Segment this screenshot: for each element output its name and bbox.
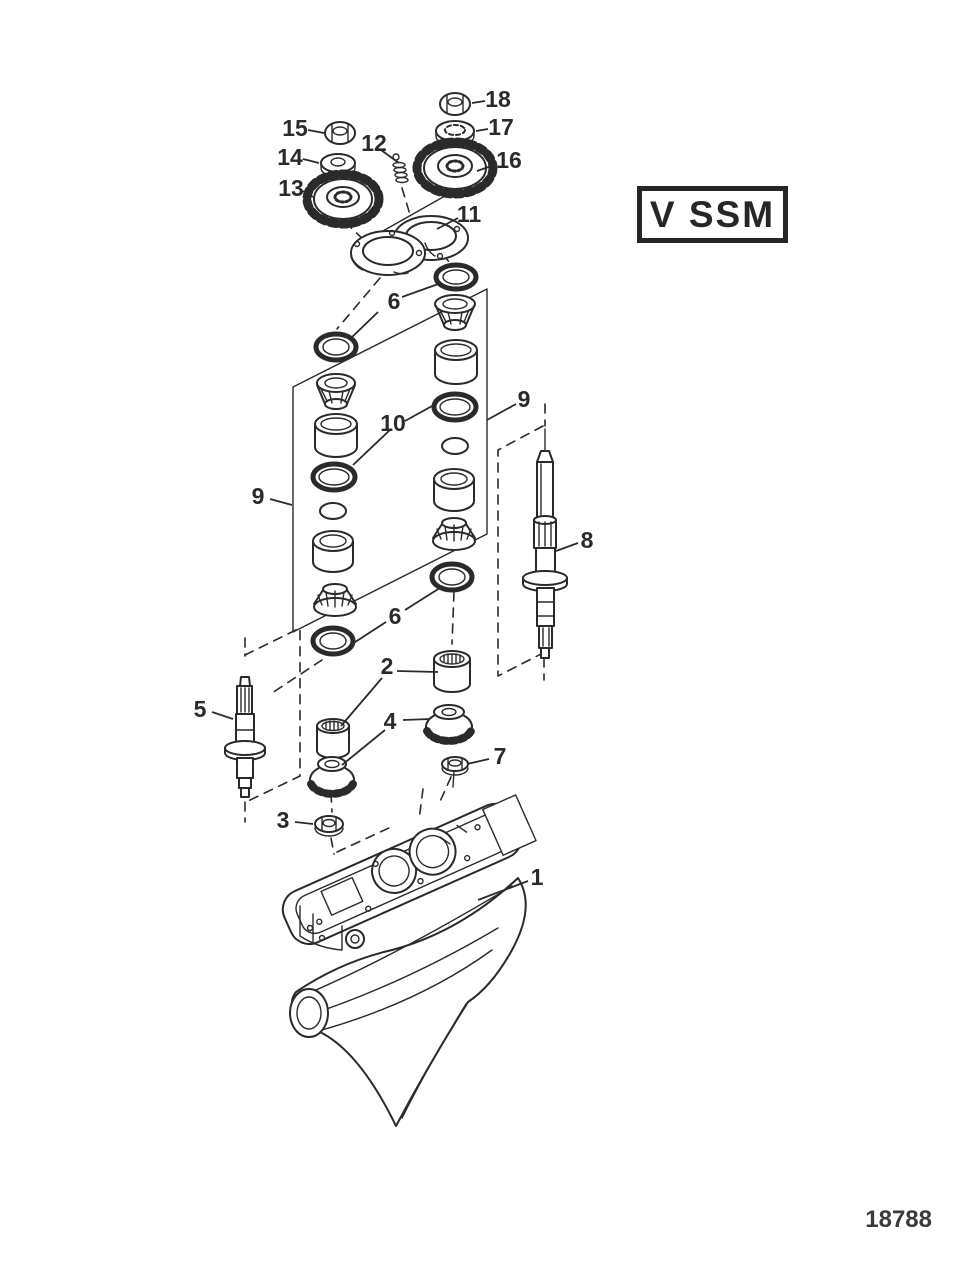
bullet-bore xyxy=(289,988,329,1038)
assembly-guide-lines xyxy=(244,187,546,855)
callout-leader-5 xyxy=(211,711,234,720)
oil-seal xyxy=(313,331,359,363)
part-callout-15: 15 xyxy=(282,115,308,141)
part-callout-7: 7 xyxy=(494,743,507,769)
model-badge: V SSM xyxy=(637,186,788,243)
o-ring xyxy=(310,461,358,493)
side-boss xyxy=(345,929,365,949)
part-callout-1: 1 xyxy=(531,864,544,890)
detent-spring xyxy=(392,153,409,184)
part-callout-6: 6 xyxy=(389,603,402,629)
pinion-nut xyxy=(439,92,471,116)
callout-leader-6 xyxy=(404,585,444,611)
callout-leader-4 xyxy=(341,729,386,766)
tab-washer xyxy=(435,120,475,147)
oil-seal xyxy=(310,625,356,657)
callout-leader-8 xyxy=(555,542,579,552)
shaft-5-guide-box xyxy=(244,627,301,803)
callout-leader-6 xyxy=(348,311,379,341)
bearing-cup xyxy=(433,468,475,512)
oil-seal xyxy=(429,561,475,593)
retaining-ring xyxy=(441,437,469,455)
callout-leader-3 xyxy=(294,821,314,825)
part-callout-13: 13 xyxy=(278,175,304,201)
part-callout-9: 9 xyxy=(518,386,531,412)
part-callout-5: 5 xyxy=(194,696,207,722)
part-callout-11: 11 xyxy=(457,201,482,227)
part-8-propeller-shaft xyxy=(522,428,568,659)
tapered-roller-bearing xyxy=(432,517,476,551)
callout-leader-12 xyxy=(380,149,400,164)
callout-leader-17 xyxy=(475,128,489,132)
part-callout-8: 8 xyxy=(581,527,594,553)
callout-leader-9 xyxy=(486,403,517,421)
part-11-bearing-carrier xyxy=(350,215,469,276)
gear-to-carrier-line xyxy=(373,191,453,237)
part-9-bearing-kit-outline xyxy=(292,288,488,633)
model-badge-label: V SSM xyxy=(649,193,776,235)
figure-number: 18788 xyxy=(865,1206,932,1233)
gear-nut xyxy=(441,756,469,788)
part-callout-4: 4 xyxy=(384,708,397,734)
callout-leader-2 xyxy=(396,670,439,673)
part-callout-14: 14 xyxy=(277,144,303,170)
callout-leader-14 xyxy=(302,158,320,164)
o-ring xyxy=(431,391,479,423)
tapered-roller-bearing xyxy=(316,373,356,410)
bearing-sleeve xyxy=(434,339,478,385)
callout-leader-11 xyxy=(436,217,459,230)
bearing-cup xyxy=(312,530,354,573)
needle-bearing xyxy=(316,718,350,759)
pinion-gear xyxy=(412,137,498,199)
part-callout-3: 3 xyxy=(277,807,290,833)
part-callout-9: 9 xyxy=(252,483,265,509)
callout-leader-13 xyxy=(302,190,314,198)
driveshaft-bearing-stack-left xyxy=(310,331,359,657)
driveshaft-bearing-stack-right xyxy=(429,262,479,593)
pinion-gear xyxy=(302,169,384,229)
part-callout-10: 10 xyxy=(380,410,406,436)
gear-nut xyxy=(314,815,344,837)
callout-leader-4 xyxy=(402,718,431,721)
callout-leader-6 xyxy=(401,282,442,298)
part-callout-6: 6 xyxy=(388,288,401,314)
bevel-gear xyxy=(307,756,357,798)
callout-leader-15 xyxy=(307,129,325,134)
pinion-nut xyxy=(324,121,356,145)
shaft-8-guide-box xyxy=(497,425,544,677)
callout-leader-10 xyxy=(352,428,392,466)
callout-leader-7 xyxy=(466,758,490,765)
part-callout-12: 12 xyxy=(361,130,387,156)
part-callout-16: 16 xyxy=(496,147,522,173)
part-callout-2: 2 xyxy=(381,653,394,679)
callout-leader-1 xyxy=(477,880,529,901)
callout-leader-16 xyxy=(476,163,498,172)
part-callout-18: 18 xyxy=(485,86,511,112)
oil-seal xyxy=(433,262,479,292)
callout-leader-18 xyxy=(471,100,486,104)
tapered-roller-bearing xyxy=(434,294,476,331)
bevel-gear xyxy=(423,704,475,745)
needle-bearing xyxy=(433,650,471,693)
callout-leader-6 xyxy=(348,621,387,647)
callout-leader-10 xyxy=(404,405,433,422)
tab-washer xyxy=(320,153,356,178)
tapered-roller-bearing xyxy=(313,583,357,617)
housing-mounting-plate xyxy=(281,794,537,946)
callout-leader-2 xyxy=(340,677,383,727)
callout-leader-9 xyxy=(269,498,293,506)
part-5-pinion-shaft xyxy=(224,676,266,798)
part-1-gear-housing xyxy=(281,794,537,1127)
part-callout-17: 17 xyxy=(488,114,514,140)
retaining-ring xyxy=(319,502,347,520)
bearing-sleeve xyxy=(314,413,358,458)
